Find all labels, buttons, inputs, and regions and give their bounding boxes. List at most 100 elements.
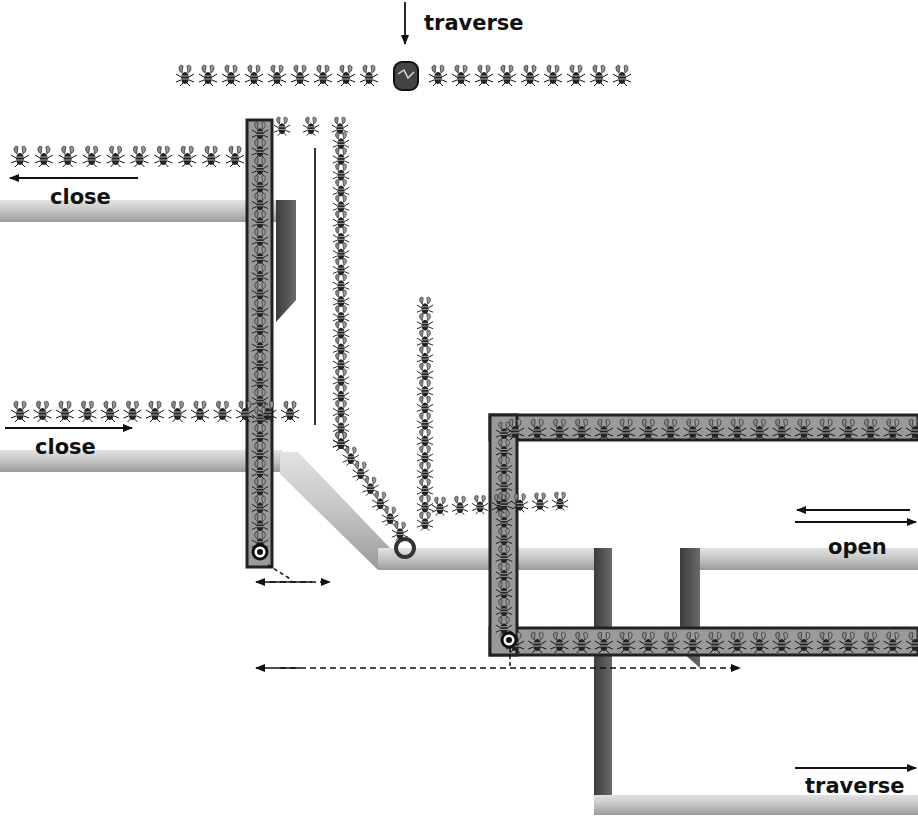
bee-icon (252, 283, 268, 302)
bee-icon (333, 385, 349, 404)
bee-icon (333, 290, 349, 309)
bee-icon (83, 146, 101, 167)
bee-icon (862, 632, 880, 653)
bee-icon (595, 632, 613, 653)
bee-icon (333, 369, 349, 388)
bee-icon (521, 65, 539, 86)
bee-icon (333, 274, 349, 293)
bee-icon (252, 229, 268, 248)
bee-icon (274, 117, 290, 136)
bee-icon (506, 419, 524, 440)
direction-label: close (48, 186, 113, 209)
bee-icon (429, 65, 447, 86)
bee-icon (202, 146, 220, 167)
bee-icon (906, 632, 918, 653)
bee-icon (532, 493, 548, 512)
bee-icon (496, 440, 512, 459)
bee-icon (252, 425, 268, 444)
bee-icon (252, 211, 268, 230)
bee-icon (432, 497, 448, 516)
bee-icon (107, 146, 125, 167)
bee-icon (496, 493, 512, 512)
bee-icon (392, 522, 408, 541)
bee-icon (252, 140, 268, 159)
bee-icon (252, 176, 268, 195)
bee-icon (252, 514, 268, 533)
bee-icon (314, 65, 332, 86)
bee-icon (452, 65, 470, 86)
reach-arrows (256, 565, 740, 668)
bee-icon (817, 419, 835, 440)
bee-icon (252, 461, 268, 480)
bee-icon (728, 632, 746, 653)
bee-icon (839, 632, 857, 653)
bee-icon (333, 180, 349, 199)
bee-icon (773, 632, 791, 653)
bee-icon (333, 164, 349, 183)
bee-icon (496, 564, 512, 583)
bee-icon (728, 419, 746, 440)
bee-icon (684, 632, 702, 653)
bee-icon (268, 65, 286, 86)
bee-icon (417, 380, 433, 399)
bee-icon (417, 446, 433, 465)
bee-icon (333, 337, 349, 356)
bee-icon (214, 401, 232, 422)
bee-icon (146, 401, 164, 422)
bee-icon (613, 65, 631, 86)
bee-icon (252, 122, 268, 141)
bee-icon (11, 401, 29, 422)
bee-icon (333, 243, 349, 262)
bee-icon (199, 65, 217, 86)
bee-icon (496, 458, 512, 477)
bee-icon (639, 632, 657, 653)
bee-icon (79, 401, 97, 422)
bee-icon (101, 401, 119, 422)
bee-icon (417, 396, 433, 415)
bee-icon (639, 419, 657, 440)
bee-icon (333, 227, 349, 246)
bee-icon (417, 330, 433, 349)
bee-icon (252, 247, 268, 266)
bee-icon (684, 419, 702, 440)
bee-icon (333, 322, 349, 341)
bee-icon (222, 65, 240, 86)
bee-icon (333, 148, 349, 167)
bee-icon (417, 314, 433, 333)
bee-icon (496, 546, 512, 565)
bee-icon (417, 413, 433, 432)
bee-icon (303, 117, 319, 136)
bee-icon (252, 318, 268, 337)
bee-icon (617, 632, 635, 653)
terrain (0, 200, 918, 815)
bee-icon (252, 336, 268, 355)
bee-icon (281, 401, 299, 422)
bee-icon (452, 496, 468, 515)
bee-icon (333, 306, 349, 325)
bee-icon (512, 494, 528, 513)
bee-icon (706, 632, 724, 653)
bee-icon (839, 419, 857, 440)
bee-icon (252, 496, 268, 515)
bee-icon (884, 419, 902, 440)
bee-icon (573, 419, 591, 440)
direction-label: close (33, 436, 98, 459)
bee-icon (59, 146, 77, 167)
bee-icon (595, 419, 613, 440)
bee-icon (528, 632, 546, 653)
bee-icon (750, 419, 768, 440)
markers (253, 62, 516, 647)
bee-walls (247, 120, 918, 655)
bee-icon (252, 390, 268, 409)
bee-icon (337, 65, 355, 86)
direction-label: open (826, 536, 889, 559)
bee-icon (906, 419, 918, 440)
direction-label: traverse (422, 12, 526, 35)
bee-icon (417, 347, 433, 366)
bee-icon (498, 65, 516, 86)
bee-icon (567, 65, 585, 86)
bee-icon (252, 300, 268, 319)
direction-label: traverse (803, 775, 907, 798)
bee-icon (750, 632, 768, 653)
